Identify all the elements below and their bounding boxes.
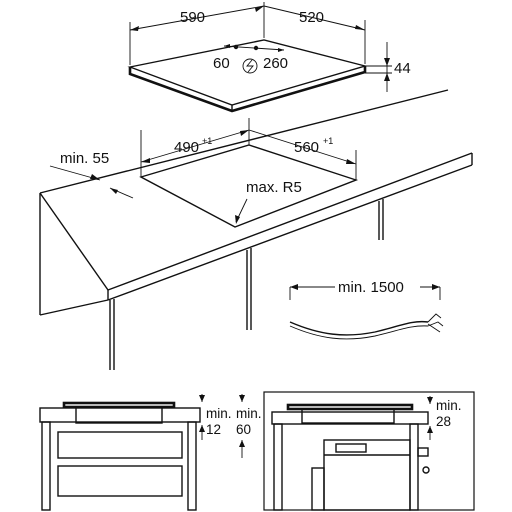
- cutout-width-tolerance: +1: [202, 136, 212, 146]
- cable-max-label: 260: [263, 55, 288, 72]
- right-gap-value: 28: [436, 414, 451, 429]
- hob-width-label: 590: [180, 9, 205, 26]
- hob-drawing: [127, 2, 392, 113]
- left-gap-label: min.: [206, 406, 232, 421]
- left-space-label: min.: [236, 406, 262, 421]
- electric-icon: [242, 58, 258, 74]
- edge-distance-label: min. 55: [60, 150, 109, 167]
- right-gap-label: min.: [436, 398, 462, 413]
- cutout-depth-tolerance: +1: [323, 136, 333, 146]
- hob-height-label: 44: [394, 60, 411, 77]
- hob-depth-label: 520: [299, 9, 324, 26]
- cable-icon: [289, 284, 444, 340]
- section-right: [263, 391, 475, 511]
- worktop-drawing: [39, 89, 473, 370]
- section-left: [39, 394, 245, 511]
- cutout-width-label: 490: [174, 139, 199, 156]
- cable-min-label: 60: [213, 55, 230, 72]
- cutout-depth-label: 560: [294, 139, 319, 156]
- corner-radius-label: max. R5: [246, 179, 302, 196]
- left-gap-value: 12: [206, 422, 221, 437]
- left-space-value: 60: [236, 422, 251, 437]
- cable-length-label: min. 1500: [338, 279, 404, 296]
